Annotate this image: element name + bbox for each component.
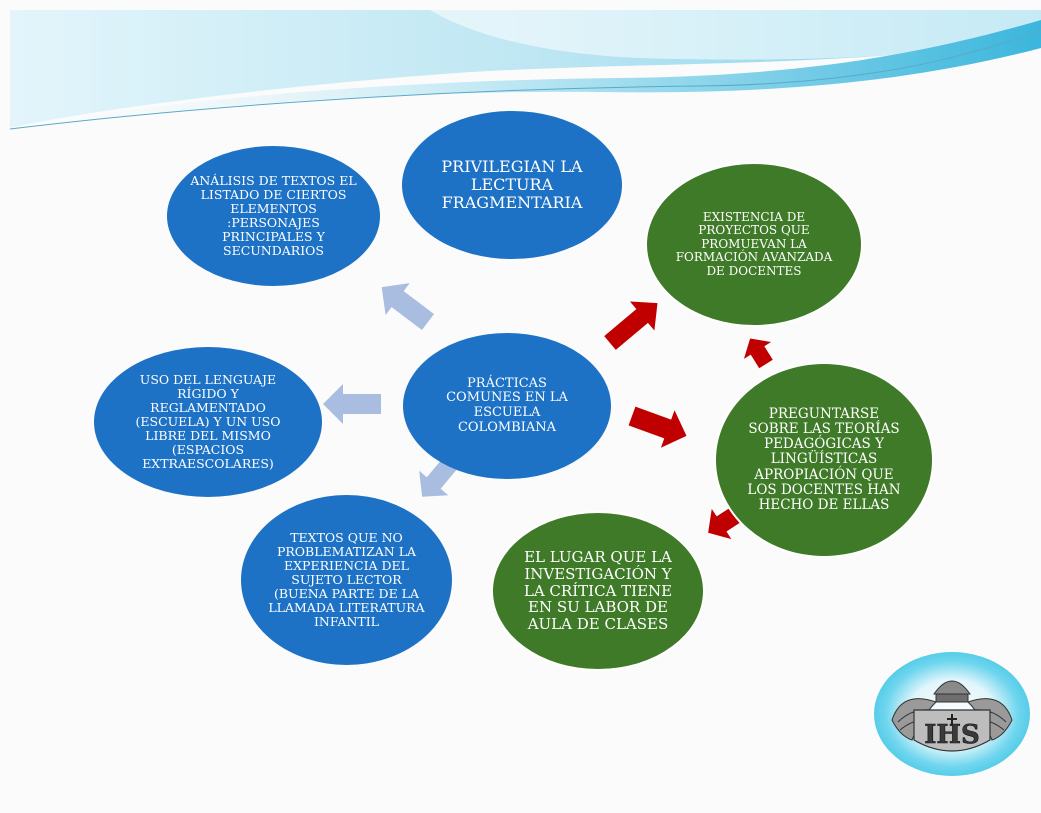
arrow-to-existencia (604, 301, 658, 350)
node-privilegian-text: PRIVILEGIAN LA LECTURA FRAGMENTARIA (441, 157, 583, 212)
node-textos-text: TEXTOS QUE NO PROBLEMATIZAN LA EXPERIENC… (268, 530, 425, 629)
arrow-preguntarse-to-existencia (743, 338, 773, 369)
node-textos: TEXTOS QUE NO PROBLEMATIZAN LA EXPERIENC… (241, 495, 452, 665)
node-existencia: EXISTENCIA DE PROYECTOS QUE PROMUEVAN LA… (645, 162, 863, 327)
node-uso-text: USO DEL LENGUAJE RÍGIDO Y REGLAMENTADO (… (135, 372, 281, 471)
ihs-emblem-logo: IHS (874, 652, 1030, 776)
arrow-to-uso (323, 384, 381, 424)
header-wave (9, 10, 1041, 130)
node-analisis-text: ANÁLISIS DE TEXTOS EL LISTADO DE CIERTOS… (190, 173, 357, 258)
node-center: PRÁCTICAS COMUNES EN LA ESCUELA COLOMBIA… (403, 333, 611, 479)
node-lugar: EL LUGAR QUE LA INVESTIGACIÓN Y LA CRÍTI… (491, 511, 705, 671)
node-lugar-text: EL LUGAR QUE LA INVESTIGACIÓN Y LA CRÍTI… (523, 548, 673, 634)
node-uso: USO DEL LENGUAJE RÍGIDO Y REGLAMENTADO (… (94, 347, 322, 497)
arrow-to-analisis (381, 283, 435, 330)
node-center-text: PRÁCTICAS COMUNES EN LA ESCUELA COLOMBIA… (446, 375, 568, 435)
node-privilegian: PRIVILEGIAN LA LECTURA FRAGMENTARIA (402, 111, 622, 259)
node-preguntarse: PREGUNTARSE SOBRE LAS TEORÍAS PEDAGÓGICA… (714, 362, 934, 558)
node-preguntarse-text: PREGUNTARSE SOBRE LAS TEORÍAS PEDAGÓGICA… (747, 406, 901, 513)
node-existencia-text: EXISTENCIA DE PROYECTOS QUE PROMUEVAN LA… (675, 209, 833, 278)
arrow-to-preguntarse (628, 406, 687, 448)
node-analisis: ANÁLISIS DE TEXTOS EL LISTADO DE CIERTOS… (167, 146, 380, 286)
